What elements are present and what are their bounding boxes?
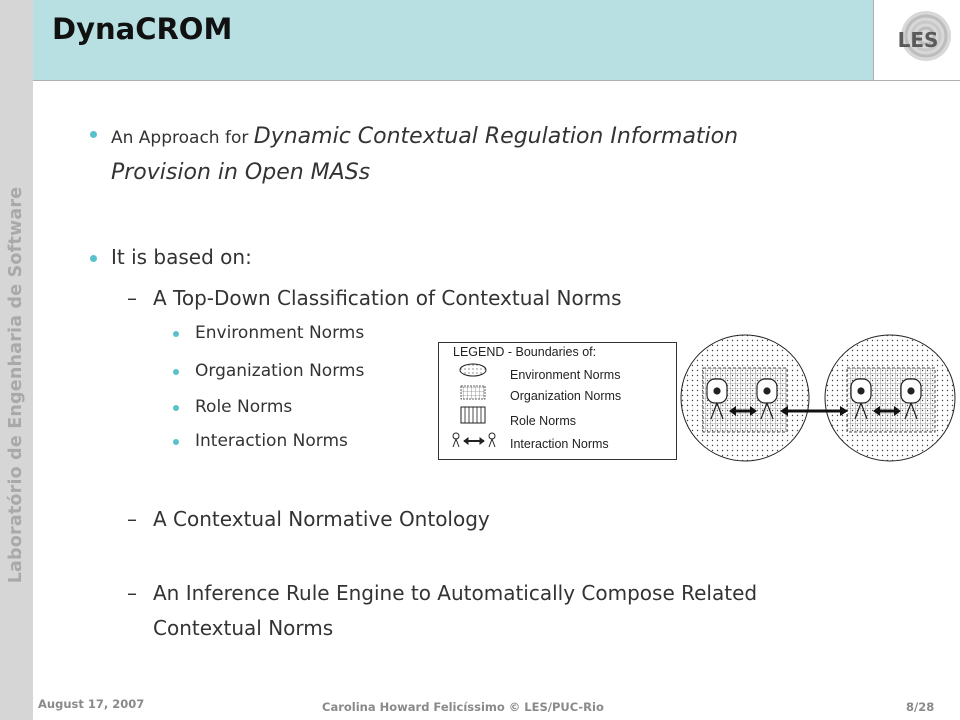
bullet-dot — [173, 405, 179, 411]
interaction-arrows — [729, 406, 901, 416]
bullet-dot — [90, 131, 97, 138]
bullet-approach-prefix: An Approach for — [111, 128, 254, 148]
legend-environment: Environment Norms — [510, 368, 621, 382]
bullet-approach: An Approach for Dynamic Contextual Regul… — [111, 124, 738, 149]
dash-marker: – — [127, 507, 137, 531]
bullet-dot — [173, 331, 179, 337]
role-symbol-lines — [464, 407, 482, 423]
bullet-dot — [90, 255, 97, 262]
dash-marker: – — [127, 286, 137, 310]
footer-page-number: 8/28 — [906, 700, 935, 714]
role-agents-left — [706, 378, 778, 420]
interaction-symbol — [452, 432, 496, 448]
les-logo: LES — [873, 0, 960, 80]
footer-date: August 17, 2007 — [38, 697, 145, 711]
role-agents-right — [850, 378, 922, 420]
legend-symbols — [452, 363, 496, 448]
sidebar-band — [0, 0, 33, 720]
legend-role: Role Norms — [510, 414, 576, 428]
norm-role: Role Norms — [195, 397, 293, 417]
les-logo-icon: LES — [898, 11, 951, 61]
legend-interaction: Interaction Norms — [510, 437, 609, 451]
header-divider — [33, 80, 960, 81]
slide-title: DynaCROM — [52, 12, 233, 46]
environment-symbol — [459, 363, 487, 377]
norm-interaction: Interaction Norms — [195, 431, 348, 451]
legend-box: LEGEND - Boundaries of: Environment Norm… — [438, 342, 677, 460]
dash-marker: – — [127, 581, 137, 605]
bullet-approach-italic-2: Provision in Open MASs — [111, 160, 371, 185]
sub-bullet-classification: A Top-Down Classification of Contextual … — [153, 286, 622, 310]
norm-organization: Organization Norms — [195, 361, 365, 381]
organization-symbol — [460, 385, 486, 400]
norm-environment: Environment Norms — [195, 323, 365, 343]
bullet-dot — [173, 369, 179, 375]
bullet-dot — [173, 439, 179, 445]
legend-title: LEGEND - Boundaries of: — [453, 345, 597, 359]
footer-author: Carolina Howard Felicíssimo © LES/PUC-Ri… — [322, 700, 604, 714]
norms-diagram — [680, 334, 956, 462]
logo-text: LES — [898, 28, 939, 52]
bullet-based-on: It is based on: — [111, 245, 252, 269]
sub-bullet-engine-2: Contextual Norms — [153, 616, 334, 640]
sidebar-lab-name: Laboratório de Engenharia de Software — [6, 186, 26, 584]
sidebar-label: Laboratório de Engenharia de Software — [0, 0, 33, 720]
bullet-approach-italic-1: Dynamic Contextual Regulation Informatio… — [253, 124, 739, 149]
legend-organization: Organization Norms — [510, 389, 622, 403]
sub-bullet-engine-1: An Inference Rule Engine to Automaticall… — [153, 581, 758, 605]
title-bar: DynaCROM — [33, 0, 873, 80]
sub-bullet-ontology: A Contextual Normative Ontology — [153, 507, 490, 531]
